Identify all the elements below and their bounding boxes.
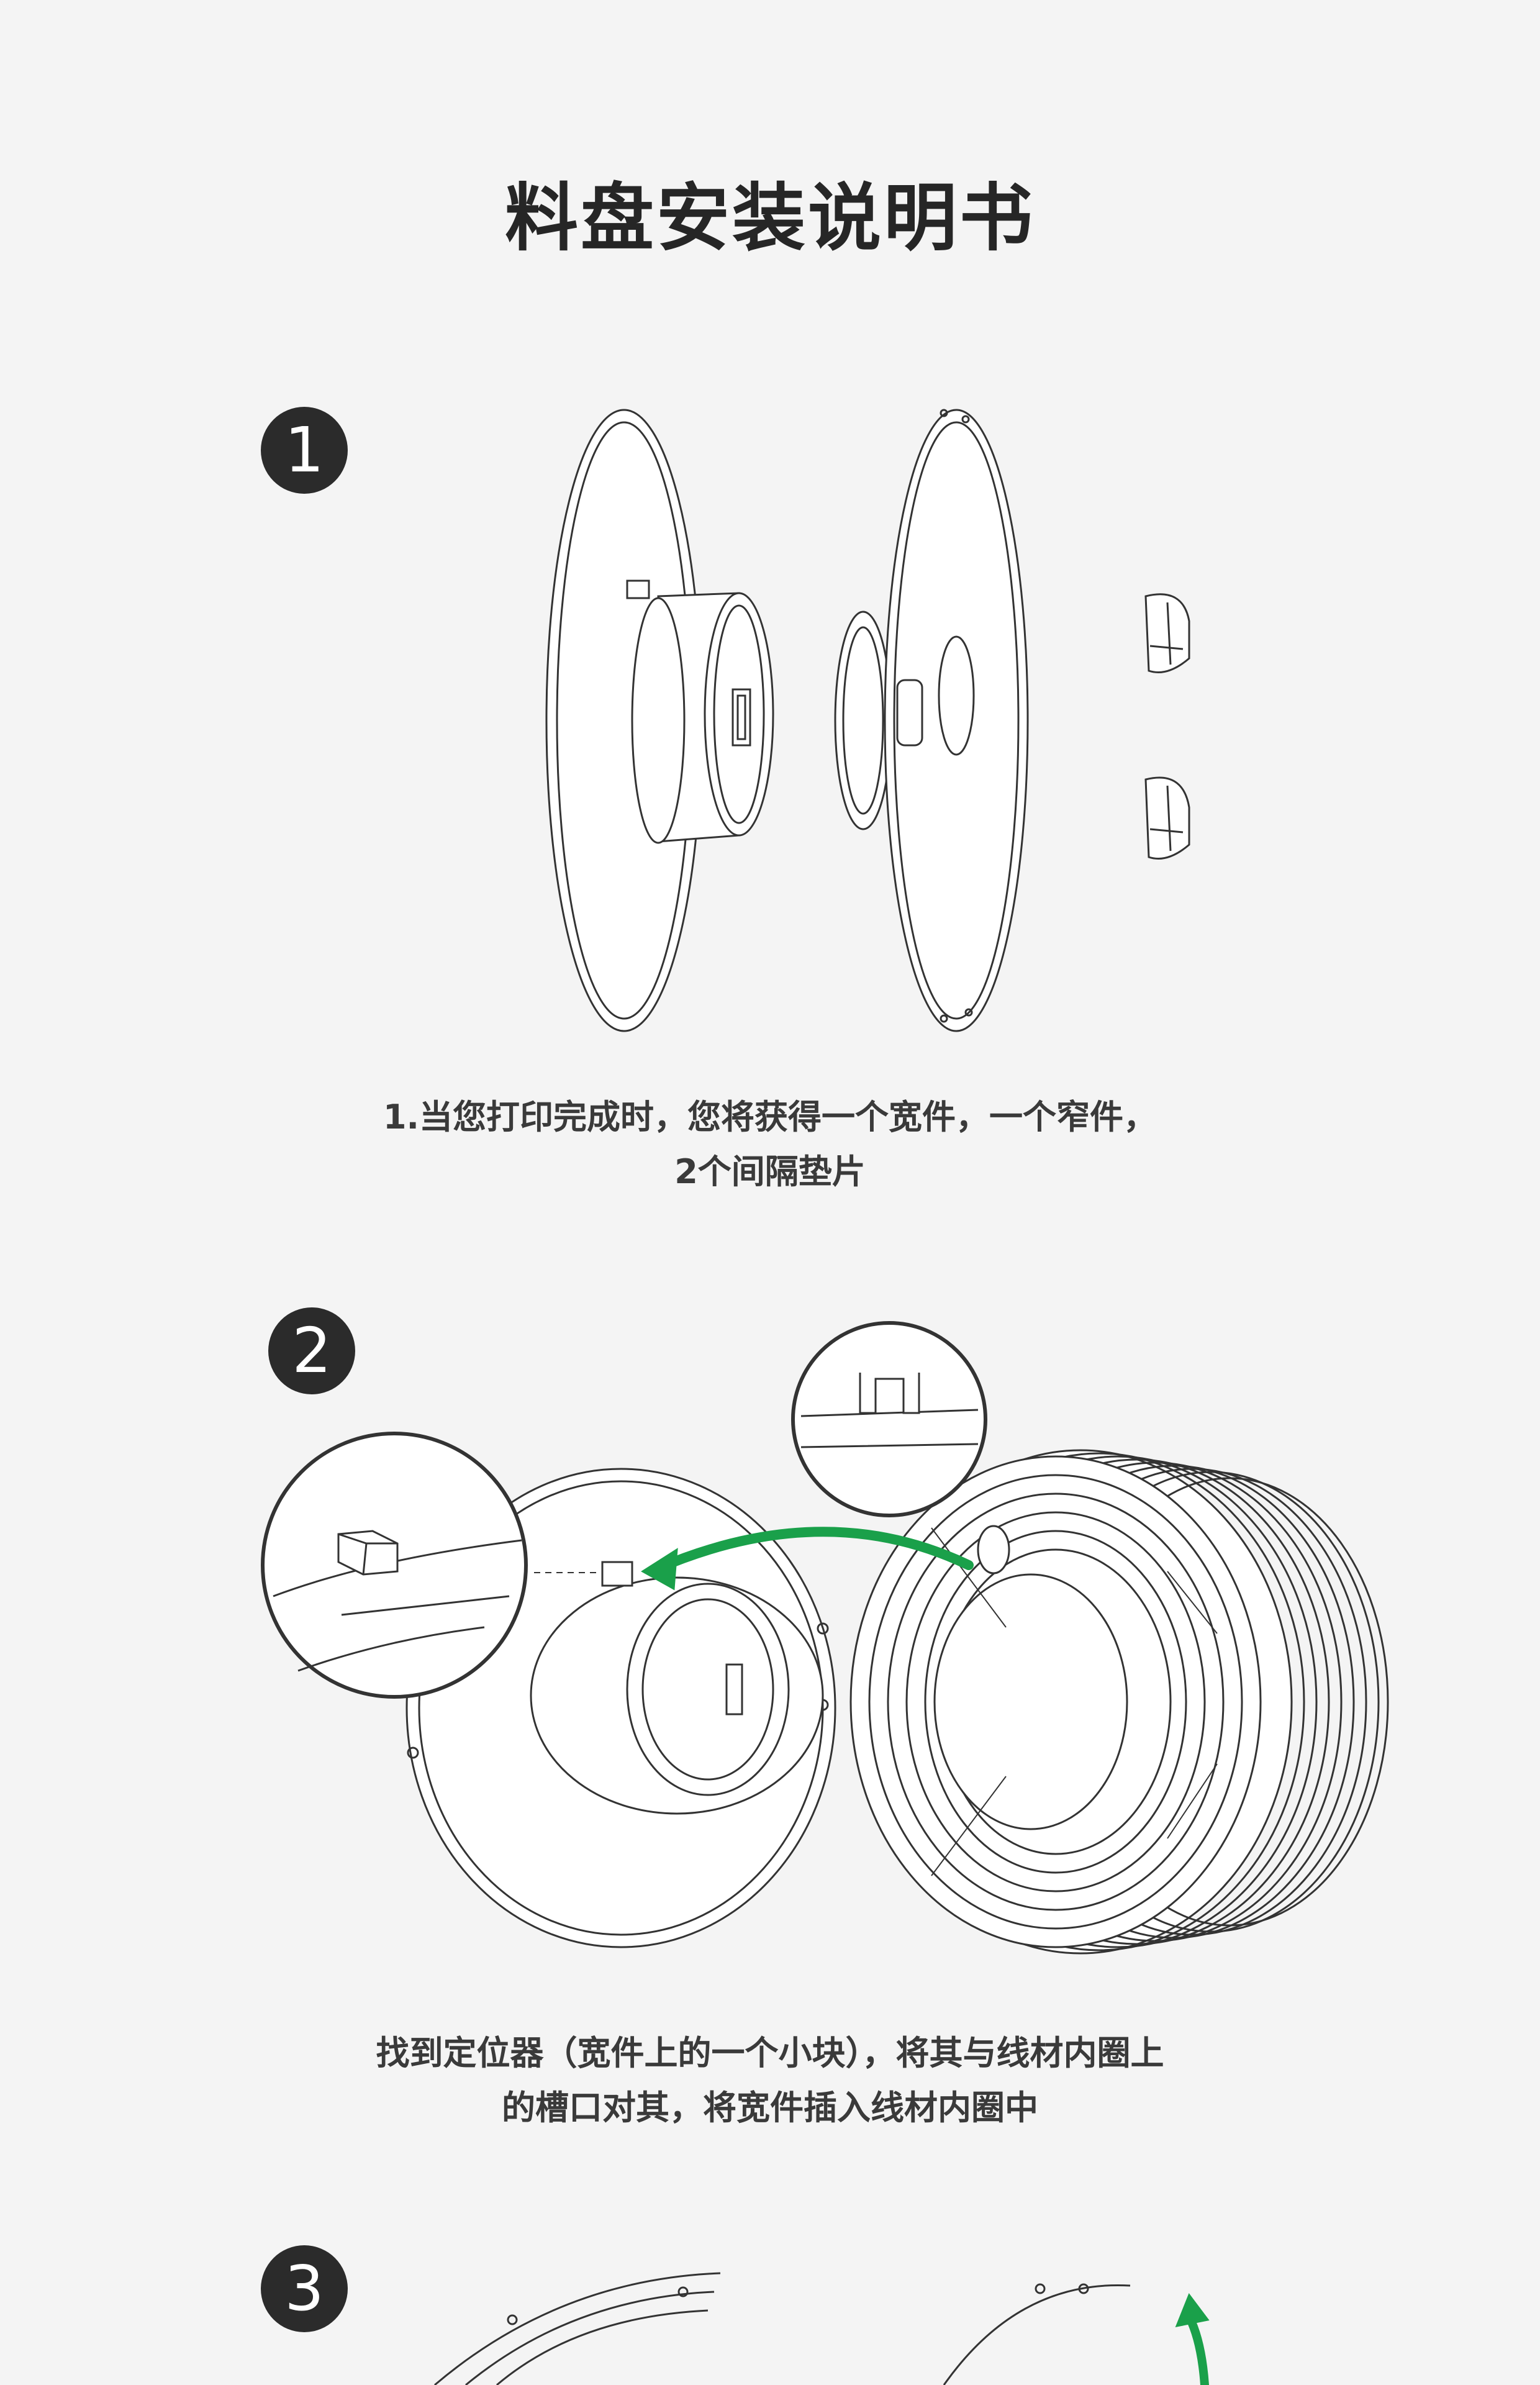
- step-2-illustration: [0, 1304, 1540, 1963]
- step-2-caption-line-1: 找到定位器（宽件上的一个小块），将其与线材内圈上: [376, 2033, 1164, 2073]
- step-2-badge: 2: [268, 1307, 355, 1394]
- filament-coil: [851, 1450, 1388, 1953]
- step-1-caption: 1.当您打印完成时，您将获得一个宽件，一个窄件， 2个间隔垫片: [0, 1090, 1540, 1199]
- step-1-badge: 1: [261, 407, 348, 494]
- zoom-detail-notch: [793, 1323, 985, 1515]
- alignment-arrow: [658, 1532, 969, 1568]
- spool-top: [435, 2273, 720, 2385]
- coil-inner-ring: [935, 1574, 1127, 1829]
- coil-notch: [978, 1526, 1009, 1573]
- rotate-arrow: [1189, 2317, 1205, 2385]
- step-2-caption: 找到定位器（宽件上的一个小块），将其与线材内圈上 的槽口对其，将宽件插入线材内圈…: [0, 2026, 1540, 2135]
- locator-block: [602, 1562, 632, 1586]
- spacer-2: [1146, 778, 1189, 859]
- narrow-part-edge: [944, 2285, 1130, 2385]
- step-2-caption-line-2: 的槽口对其，将宽件插入线材内圈中: [502, 2088, 1038, 2127]
- zoom-detail-locator: [263, 1433, 526, 1697]
- step-1-illustration: [0, 373, 1540, 1056]
- page-title: 料盘安装说明书: [504, 175, 1035, 261]
- step-3-badge: 3: [261, 2245, 348, 2332]
- spacer-1: [1146, 594, 1189, 673]
- step-1-caption-line-1: 1.当您打印完成时，您将获得一个宽件，一个窄件，: [383, 1097, 1157, 1137]
- step-3-illustration: [0, 2261, 1540, 2385]
- step-1-caption-line-2: 2个间隔垫片: [674, 1152, 866, 1191]
